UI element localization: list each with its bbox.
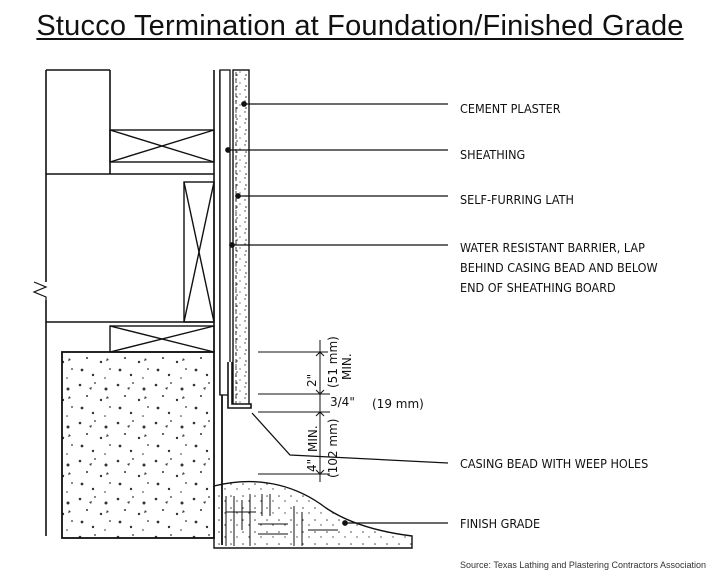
blocking-mid: [183, 181, 215, 323]
sheathing-board: [219, 69, 231, 396]
dim-51mm: (51 mm): [326, 336, 340, 388]
dim-19mm: (19 mm): [372, 397, 424, 411]
dim-3-4in: 3/4": [330, 395, 355, 409]
concrete-foundation: [61, 351, 215, 539]
dim-2in-min: MIN.: [340, 353, 354, 380]
finish-grade-soil: [213, 480, 413, 549]
diagram-title: Stucco Termination at Foundation/Finishe…: [36, 10, 684, 42]
label-finish-grade: FINISH GRADE: [460, 516, 540, 531]
dim-102mm: (102 mm): [326, 419, 340, 478]
blocking-top: [109, 129, 215, 163]
label-wrb-line-1: WATER RESISTANT BARRIER, LAP: [460, 240, 645, 255]
label-wrb-line-3: END OF SHEATHING BOARD: [460, 280, 616, 295]
label-wrb-line-2: BEHIND CASING BEAD AND BELOW: [460, 260, 658, 275]
label-self-furring-lath: SELF-FURRING LATH: [460, 192, 574, 207]
cement-plaster-layer: [232, 69, 250, 407]
label-cement-plaster: CEMENT PLASTER: [460, 101, 561, 116]
dimension-lines: [258, 340, 330, 482]
label-sheathing: SHEATHING: [460, 147, 525, 162]
dim-4in: 4": [305, 459, 319, 472]
casing-bead: [227, 362, 252, 409]
source-credit: Source: Texas Lathing and Plastering Con…: [460, 560, 706, 570]
label-casing-bead: CASING BEAD WITH WEEP HOLES: [460, 456, 648, 471]
sill-plate: [109, 325, 215, 353]
soil-hatching: [225, 494, 338, 546]
dim-4in-min: MIN.: [306, 425, 320, 452]
leader-lines: [225, 101, 449, 526]
dim-2in: 2": [305, 374, 319, 387]
